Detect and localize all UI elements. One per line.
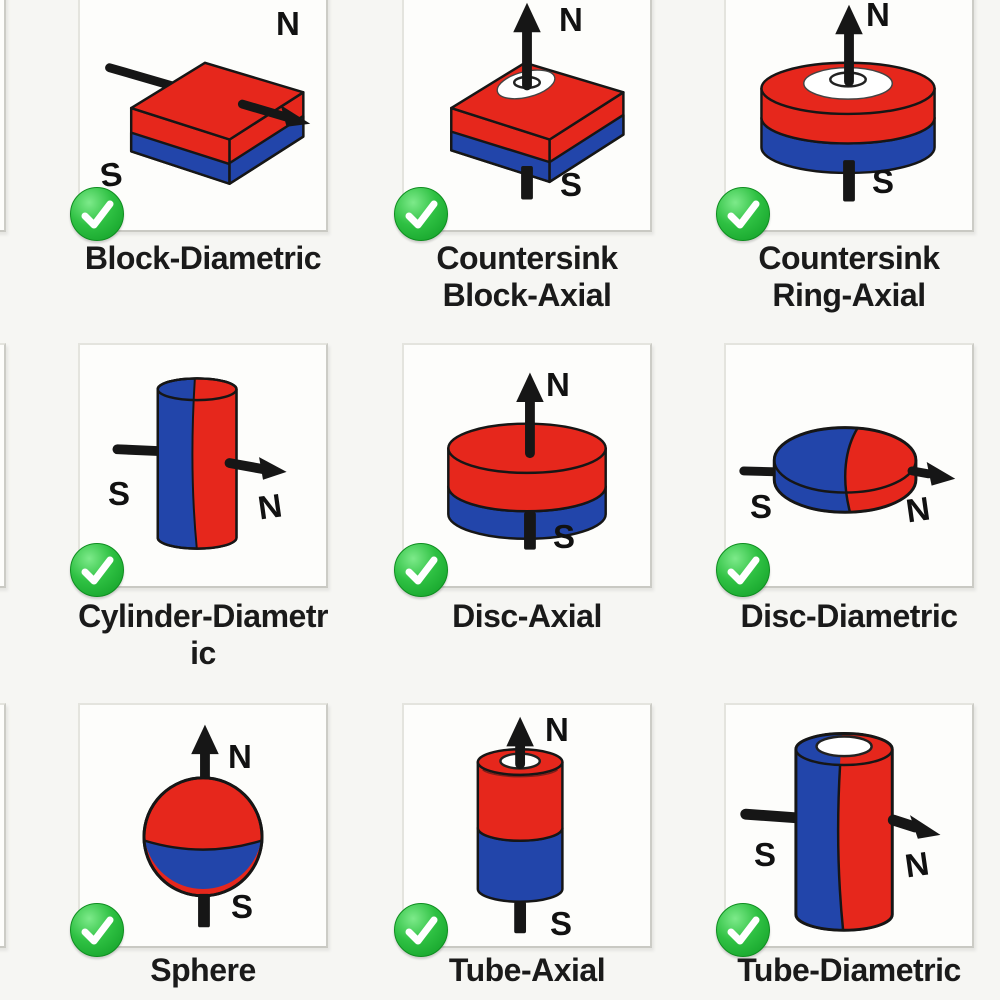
sphere-illustration (142, 724, 264, 928)
magnet-type-label: Tube-Diametric (689, 952, 1000, 989)
label-line: Ring-Axial (772, 277, 926, 313)
magnet-type-label: Disc-Axial (367, 598, 687, 635)
disc-axial-illustration (447, 372, 607, 550)
label-line: Disc-Axial (452, 598, 602, 634)
disc-diametric-illustration (739, 426, 956, 514)
magnet-type-label: Countersink Ring-Axial (689, 240, 1000, 314)
check-icon (394, 543, 448, 597)
card-disc-diametric[interactable]: S N (716, 343, 974, 597)
magnet-type-label: Block-Diametric (43, 240, 363, 277)
partial-card-left-row3[interactable] (0, 703, 6, 948)
card-cylinder-diametric[interactable]: S N (70, 343, 328, 597)
check-icon (716, 903, 770, 957)
south-pole-label: S (560, 166, 583, 203)
check-icon (716, 543, 770, 597)
countersink-block-axial-illustration (450, 2, 625, 200)
tube-axial-illustration (476, 716, 564, 934)
partial-card-left-row2[interactable] (0, 343, 6, 588)
magnet-type-label: Sphere (43, 952, 363, 989)
card-tube-axial[interactable]: N S (394, 703, 652, 957)
check-icon (716, 187, 770, 241)
south-pole-label: S (231, 888, 254, 925)
label-line: Block-Axial (442, 277, 612, 313)
north-pole-label: N (276, 5, 300, 42)
north-pole-label: N (545, 711, 569, 748)
label-line: Sphere (150, 952, 256, 988)
label-line: Tube-Diametric (737, 952, 961, 988)
check-icon (394, 187, 448, 241)
label-line: Countersink (758, 240, 940, 276)
label-line: Block-Diametric (84, 240, 322, 276)
south-pole-label: S (872, 163, 895, 200)
check-icon (70, 187, 124, 241)
cylinder-diametric-illustration (112, 377, 287, 550)
north-pole-label: N (255, 486, 285, 527)
north-pole-label: N (546, 366, 570, 403)
partial-card-left-row1[interactable] (0, 0, 6, 232)
north-pole-label: N (902, 844, 932, 885)
label-line: Disc-Diametric (740, 598, 958, 634)
label-line: Countersink (436, 240, 618, 276)
north-pole-label: N (228, 738, 252, 775)
south-pole-label: S (553, 518, 576, 555)
check-icon (394, 903, 448, 957)
label-line: Tube-Axial (448, 952, 606, 988)
block-diametric-illustration (105, 61, 311, 185)
tube-diametric-illustration (740, 732, 941, 932)
card-countersink-block-axial[interactable]: N S (394, 0, 652, 241)
card-tube-diametric[interactable]: S N (716, 703, 974, 957)
north-pole-label: N (866, 0, 890, 33)
check-icon (70, 543, 124, 597)
south-pole-label: S (750, 488, 773, 525)
card-disc-axial[interactable]: N S (394, 343, 652, 597)
check-icon (70, 903, 124, 957)
magnet-type-label: Tube-Axial (367, 952, 687, 989)
countersink-ring-axial-illustration (760, 4, 936, 202)
north-pole-label: N (903, 489, 933, 530)
magnet-type-label: Disc-Diametric (689, 598, 1000, 635)
north-pole-label: N (559, 1, 583, 38)
label-line: Cylinder-Diametr (78, 598, 328, 634)
card-sphere[interactable]: N S (70, 703, 328, 957)
card-block-diametric[interactable]: N S (70, 0, 328, 241)
magnet-type-label: Cylinder-Diametr ic (43, 598, 363, 672)
magnet-type-label: Countersink Block-Axial (367, 240, 687, 314)
label-line: ic (190, 635, 216, 671)
south-pole-label: S (754, 836, 777, 873)
south-pole-label: S (108, 475, 131, 512)
south-pole-label: S (550, 905, 573, 942)
card-countersink-ring-axial[interactable]: N S (716, 0, 974, 241)
